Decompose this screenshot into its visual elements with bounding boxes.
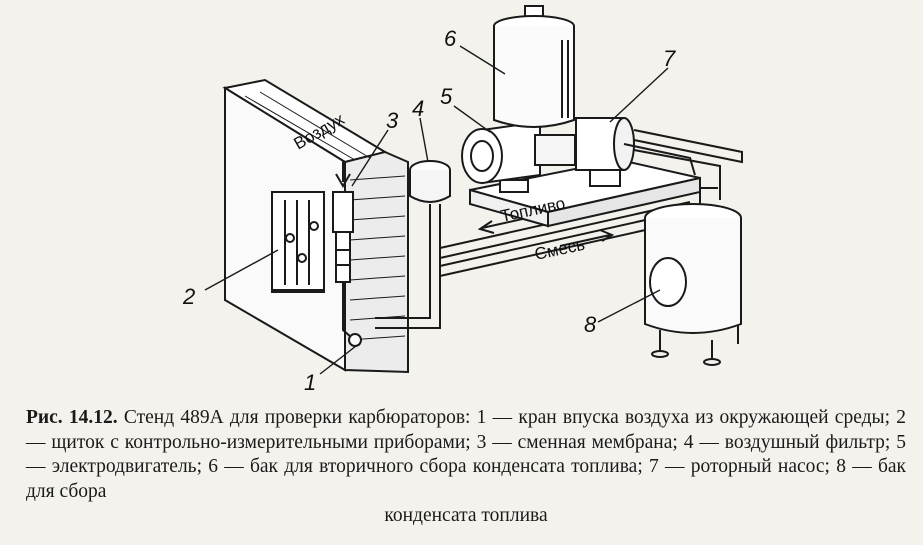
rotary-pump	[575, 117, 743, 200]
mixture-arrow	[559, 229, 615, 247]
electric-motor	[461, 120, 576, 185]
base-platform	[469, 158, 701, 228]
callout-8: 8	[584, 312, 597, 337]
membrane-assembly	[332, 191, 362, 347]
test-stand-diagram: 1 2 3 4 5 6 7 8 Воздух Топливо Смесь	[182, 5, 743, 395]
callout-7: 7	[663, 46, 676, 71]
callout-2: 2	[182, 284, 195, 309]
condensate-tank	[644, 187, 742, 366]
secondary-condensate-tank	[493, 5, 575, 128]
brick-pattern	[244, 91, 406, 341]
callout-lines	[204, 45, 669, 375]
callout-1: 1	[304, 370, 316, 395]
callout-5: 5	[440, 84, 453, 109]
callout-3: 3	[386, 108, 399, 133]
figure-number: Рис. 14.12.	[26, 407, 118, 428]
instrument-board	[271, 191, 325, 293]
air-arrow	[335, 160, 351, 188]
air-filter	[375, 160, 451, 329]
mixture-label: Смесь	[533, 235, 587, 264]
callout-4: 4	[412, 96, 424, 121]
caption-last-line: конденсата топлива	[384, 505, 548, 526]
caption-body: Стенд 489А для проверки карбюраторов: 1 …	[26, 407, 906, 502]
figure-caption: Рис. 14.12. Стенд 489А для проверки карб…	[26, 406, 906, 529]
callout-6: 6	[444, 26, 457, 51]
